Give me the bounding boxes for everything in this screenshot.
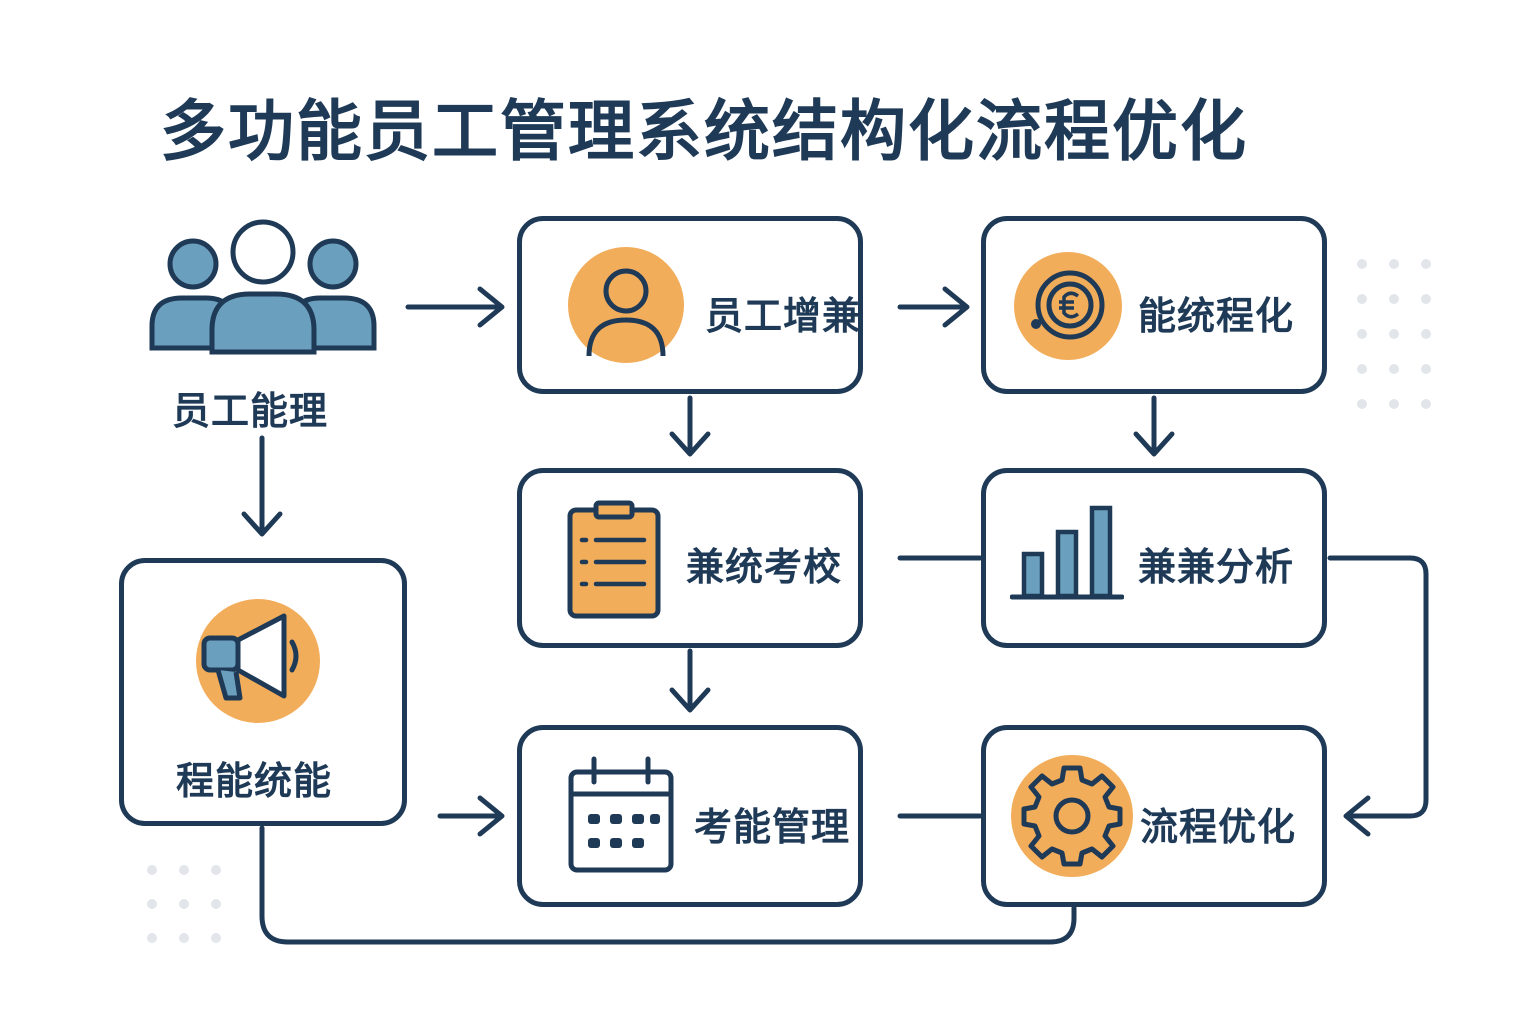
arrowhead — [477, 286, 505, 328]
arrowhead — [477, 795, 505, 837]
node-employee[interactable] — [517, 216, 863, 394]
node-label-assessment: 兼统考校 — [686, 545, 843, 589]
dot-grid-top-right — [1357, 259, 1431, 409]
node-label-training: 程能统能 — [176, 759, 333, 803]
node-label-start: 员工能理 — [172, 389, 329, 433]
arrowhead — [942, 286, 970, 328]
coin-icon — [1014, 252, 1122, 360]
arrowhead — [241, 511, 283, 537]
gear-icon — [1011, 755, 1133, 877]
node-label-optimize: 流程优化 — [1140, 805, 1297, 849]
node-label-analysis: 兼兼分析 — [1138, 545, 1295, 589]
arrowhead — [1133, 431, 1175, 457]
user-avatar-icon — [568, 247, 684, 363]
people-group-icon — [149, 219, 377, 355]
arrowhead — [669, 431, 711, 457]
page-title: 多功能员工管理系统结构化流程优化 — [160, 93, 1248, 170]
arrow-analysis-to-optimize — [1327, 555, 1429, 819]
node-label-employee: 员工增兼 — [705, 294, 862, 338]
dot-grid-bottom-left — [147, 865, 221, 943]
node-label-capability: 能统程化 — [1138, 294, 1295, 338]
line-bottom-loop — [259, 825, 1077, 945]
node-label-attendance: 考能管理 — [694, 805, 851, 849]
clipboard-checklist-icon — [567, 500, 661, 619]
arrowhead — [669, 687, 711, 713]
bar-chart-icon — [1010, 505, 1124, 600]
arrowhead — [1343, 795, 1371, 837]
calendar-icon — [568, 756, 674, 873]
megaphone-icon — [196, 599, 320, 723]
